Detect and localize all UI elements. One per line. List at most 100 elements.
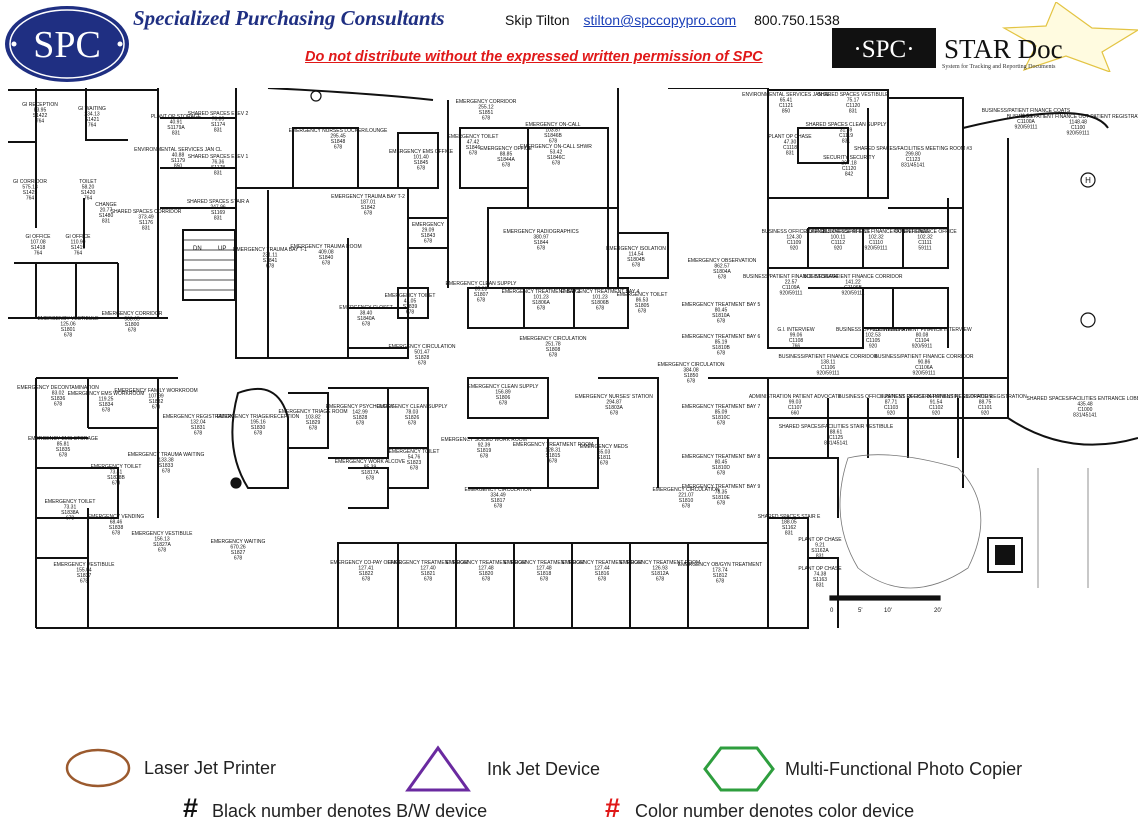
room-name: EMERGENCY TREATMENT ROOM — [562, 560, 642, 566]
room-area: 78.03 — [406, 410, 419, 416]
room-dept: 831 — [214, 216, 223, 222]
room-name: EMERGENCY CIRCULATION — [464, 487, 531, 493]
stardoc-logo: ·SPC· STAR Doc System for Tracking and R… — [832, 2, 1138, 72]
room-dept: 678 — [406, 310, 415, 316]
room-number: S1179 — [171, 158, 185, 164]
room-number: C1109A — [782, 285, 800, 291]
room-name: BUSINESS/PATIENT FINANCE INTERVIEW — [872, 327, 972, 333]
room-area: 80.45 — [715, 308, 728, 314]
room-dept: 678 — [54, 402, 63, 408]
room-number: S1807 — [474, 292, 489, 298]
room-area: 99.03 — [789, 400, 802, 406]
room-area: 41.05 — [404, 299, 417, 305]
spc-logo: SPC — [5, 6, 129, 82]
room-name: EMERGENCY OB/GYN TREATMENT — [678, 562, 762, 568]
room-area: 20.77 — [100, 208, 113, 214]
room-name: EMERGENCY TOILET — [385, 293, 436, 299]
room-number: S1846 — [466, 145, 481, 151]
room-dept: 678 — [112, 531, 121, 537]
room-label: SHARED SPACES/FACILITIES MEETING ROOM #3… — [854, 146, 972, 169]
room-area: 88.61 — [830, 430, 843, 436]
room-name: EMERGENCY VESTIBULE — [131, 531, 193, 537]
room-number: C1112 — [831, 240, 845, 246]
contact-phone: 800.750.1538 — [754, 12, 840, 28]
legend-laser-label: Laser Jet Printer — [144, 758, 277, 778]
room-area: 87.71 — [885, 400, 898, 406]
room-dept: 678 — [537, 246, 546, 252]
room-area: 294.87 — [606, 400, 622, 406]
legend-bw-label: Black number denotes B/W device — [212, 801, 488, 821]
color-number-symbol: # — [605, 793, 621, 823]
room-name: GI WAITING — [78, 106, 106, 112]
room-name: SHARED SPACES/FACILITIES STAIR VESTIBULE — [779, 424, 894, 430]
room-number: C1110 — [869, 240, 883, 246]
room-area: 373.49 — [138, 215, 154, 221]
room-area: 102.32 — [868, 235, 884, 241]
room-area: 126.93 — [652, 566, 668, 572]
room-name: EMERGENCY ON-CALL — [525, 122, 580, 128]
room-number: S1836 — [51, 396, 66, 402]
room-number: C1104 — [915, 338, 930, 344]
room-name: EMERGENCY WAITING — [211, 539, 266, 545]
room-number: C1120 — [846, 103, 861, 109]
scale-tick-20: 20' — [934, 608, 942, 614]
room-name: BUSINESS/PATIENT FINANCE CORRIDOR — [804, 274, 903, 280]
room-area: 100.11 — [831, 235, 846, 241]
room-name: PLANT OP CHASE — [798, 566, 842, 572]
room-dept: 764 — [36, 119, 45, 125]
room-name: EMERGENCY TOILET — [448, 134, 499, 140]
room-area: 53.42 — [550, 150, 563, 156]
room-number: S1840A — [357, 316, 375, 322]
room-dept: 764 — [84, 196, 93, 202]
room-number: S1800 — [125, 322, 140, 328]
room-dept: 920 — [790, 246, 799, 252]
room-dept: 678 — [322, 261, 331, 267]
room-name: BUSINESS/PATIENT FINANCE CORRIDOR — [875, 354, 974, 360]
room-dept: 678 — [254, 431, 263, 437]
room-name: EMERGENCY FAMILY WORKROOM — [114, 388, 197, 394]
room-number: S1820 — [479, 571, 494, 577]
room-dept: 831 — [142, 226, 151, 232]
room-name: EMERGENCY CO-PAY OFFICE — [330, 560, 402, 566]
room-dept: 678 — [600, 461, 609, 467]
room-dept: 831 — [786, 151, 795, 157]
room-name: SHARED SPACES STAIR A — [187, 199, 250, 205]
room-name: EMERGENCY EMS WORKROOM — [68, 391, 145, 397]
room-dept: 766 — [792, 344, 801, 350]
room-dept: 660 — [791, 411, 800, 417]
room-number: S1834 — [99, 402, 114, 408]
room-dept: 920/5911 — [912, 344, 933, 350]
contact-email-link[interactable]: stilton@spccopypro.com — [583, 12, 737, 28]
room-name: EMERGENCY TREATMENT BAY 9 — [682, 484, 761, 490]
room-dept: 678 — [598, 577, 607, 583]
room-area: 127.48 — [478, 566, 494, 572]
room-number: S1420 — [81, 190, 96, 196]
room-area: 124.30 — [786, 235, 802, 241]
room-dept: 678 — [152, 405, 161, 411]
room-number: C1123 — [906, 157, 921, 163]
room-area: 380.97 — [533, 235, 549, 241]
room-dept: 920/59111 — [865, 246, 888, 252]
